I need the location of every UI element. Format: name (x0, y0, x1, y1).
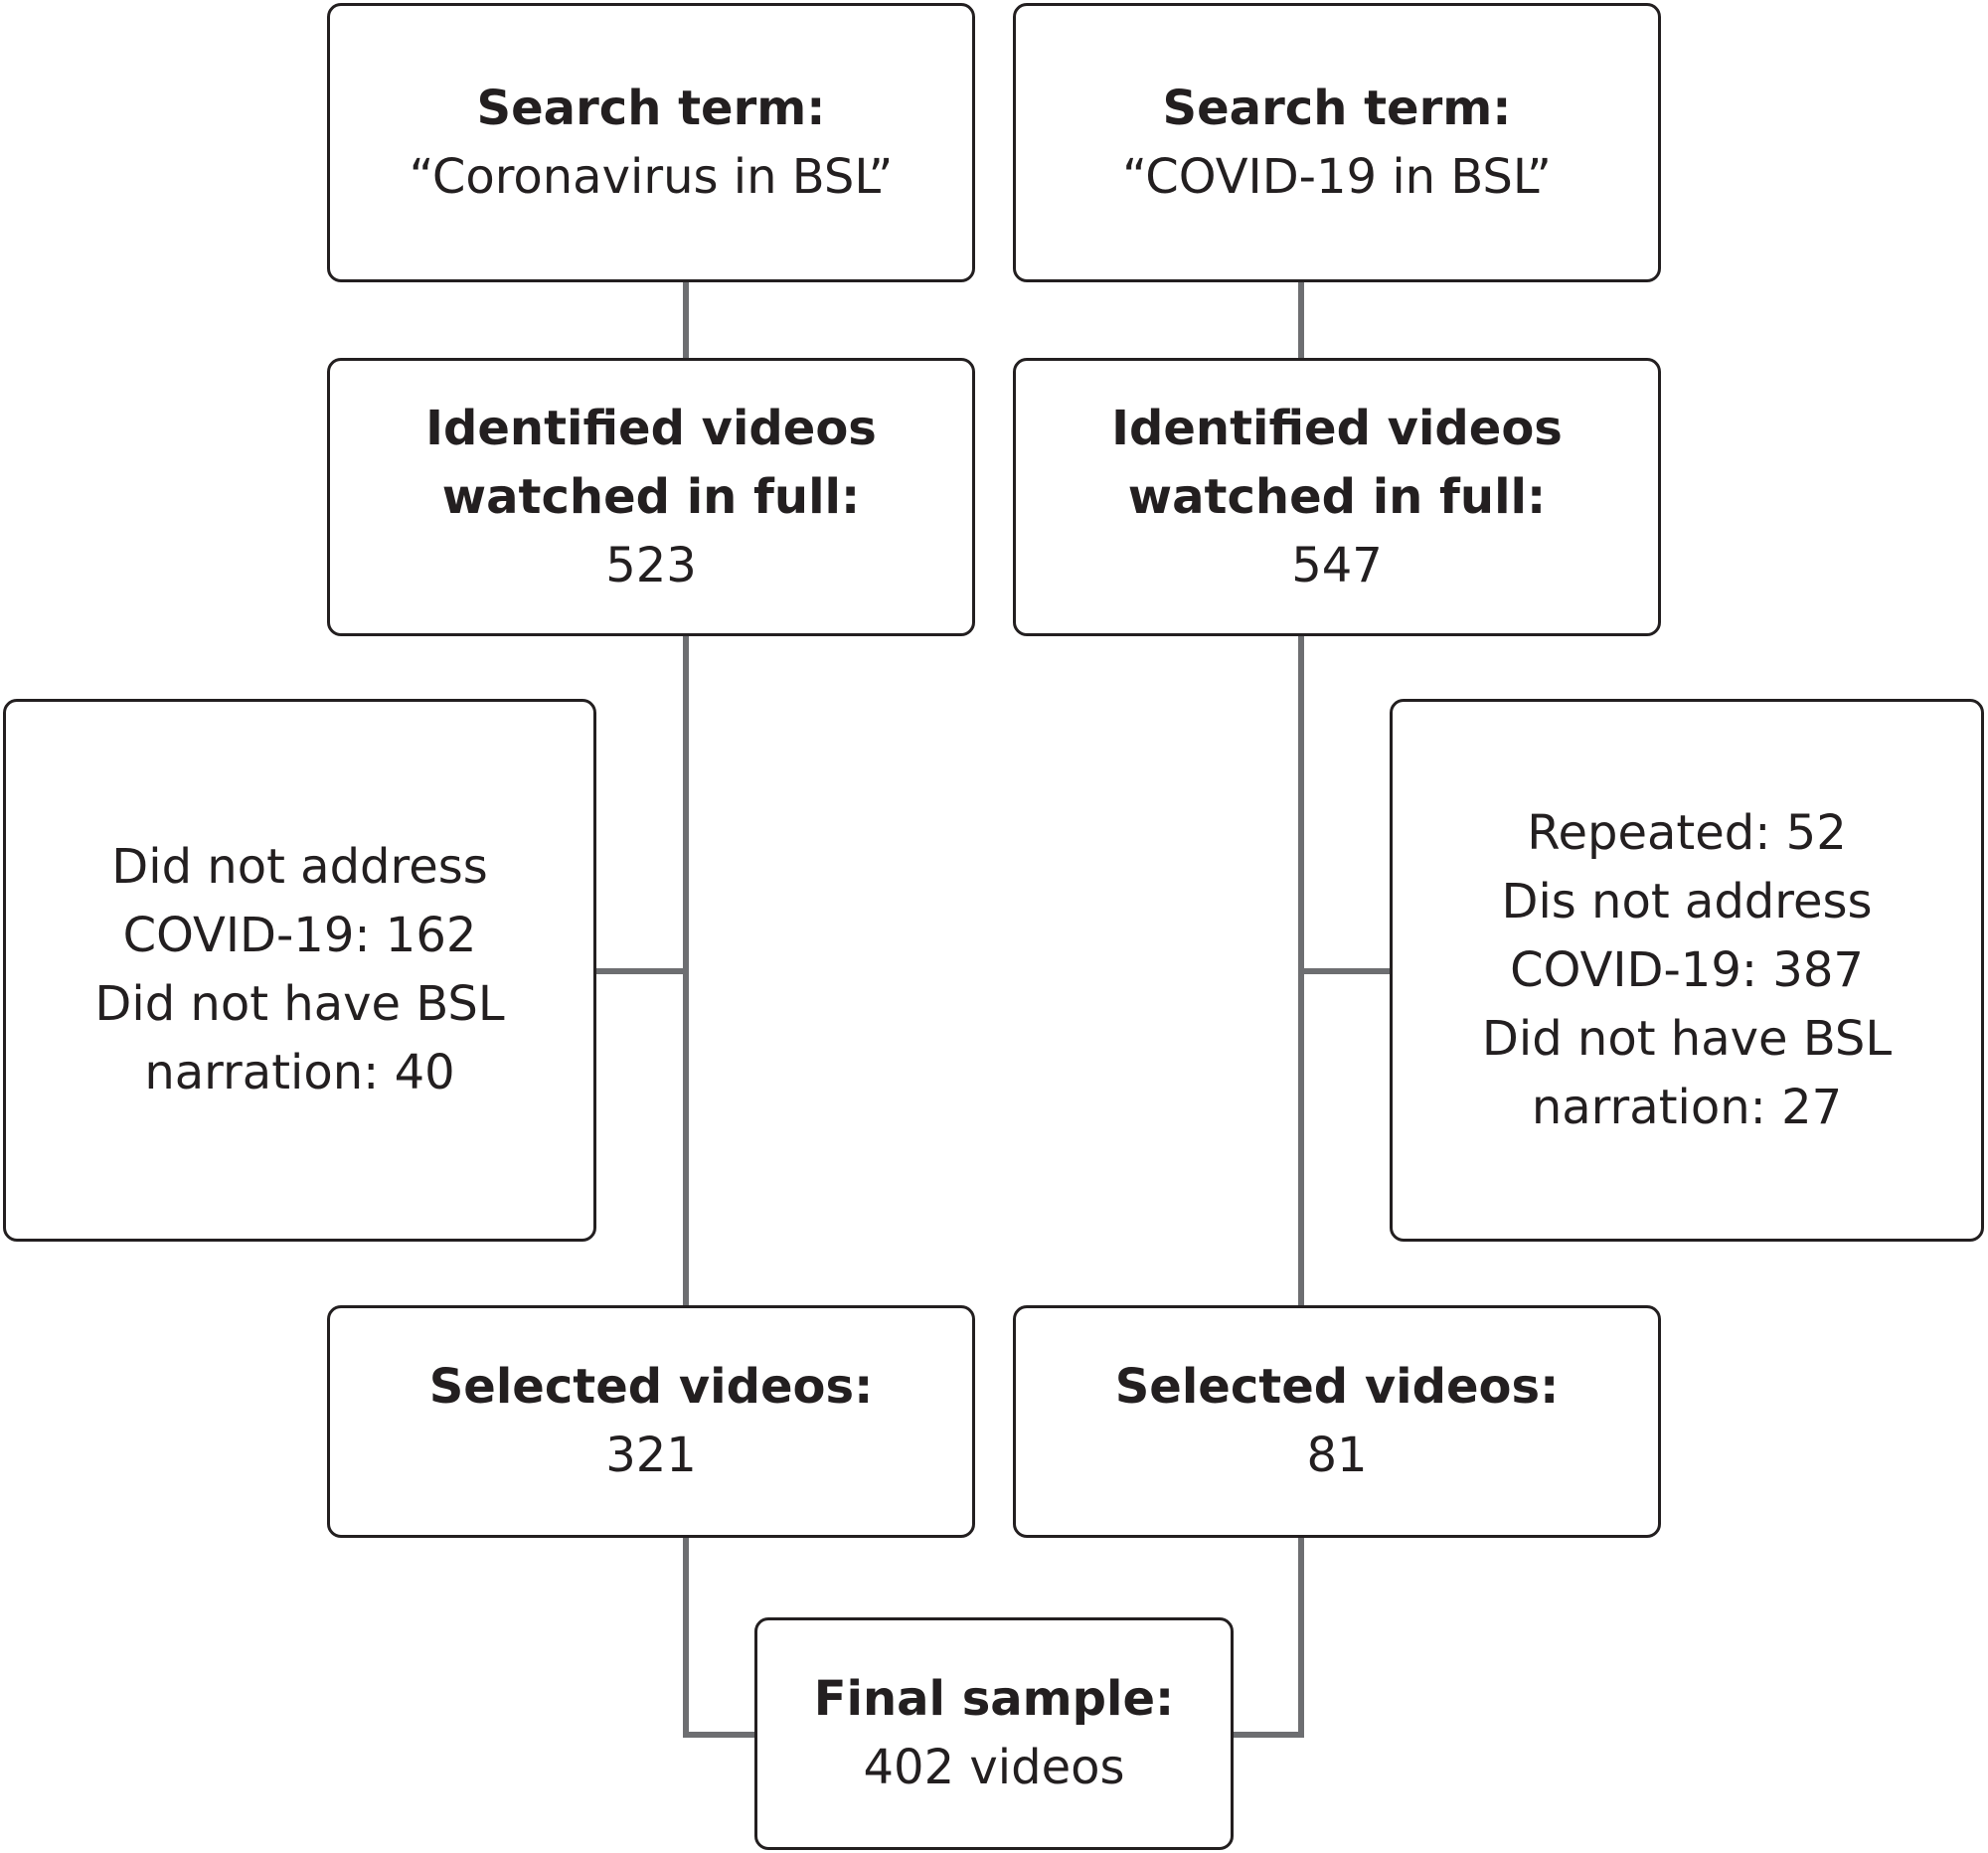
right-selected-count: 81 (1306, 1428, 1368, 1483)
right-exclusion-line: Did not have BSL (1481, 1010, 1893, 1067)
right-exclusion-line: Dis not address (1501, 873, 1873, 929)
left-exclusion-line: COVID-19: 162 (122, 908, 477, 963)
right-exclusion-box: Repeated: 52 Dis not address COVID-19: 3… (1390, 699, 1984, 1242)
right-exclusion-line: Repeated: 52 (1527, 804, 1847, 861)
left-selected-count: 321 (605, 1428, 697, 1483)
left-identified-heading-line1: Identified videos (425, 400, 877, 456)
left-search-term-box: Search term: “Coronavirus in BSL” (327, 3, 975, 282)
final-sample-box: Final sample: 402 videos (754, 1617, 1234, 1850)
right-selected-heading: Selected videos: (1114, 1359, 1560, 1415)
right-search-term-box: Search term: “COVID-19 in BSL” (1013, 3, 1661, 282)
right-identified-count: 547 (1291, 537, 1383, 593)
right-selected-box: Selected videos: 81 (1013, 1305, 1661, 1538)
left-search-term-heading: Search term: (476, 80, 826, 136)
final-sample-value: 402 videos (863, 1740, 1125, 1795)
left-identified-count: 523 (605, 537, 697, 593)
left-selected-box: Selected videos: 321 (327, 1305, 975, 1538)
right-search-term-heading: Search term: (1162, 80, 1512, 136)
left-exclusion-box: Did not address COVID-19: 162 Did not ha… (3, 699, 596, 1242)
left-selected-heading: Selected videos: (428, 1359, 874, 1415)
right-exclusion-line: narration: 27 (1531, 1079, 1843, 1135)
left-search-term-value: “Coronavirus in BSL” (409, 148, 894, 205)
left-identified-box: Identified videos watched in full: 523 (327, 358, 975, 636)
right-search-term-value: “COVID-19 in BSL” (1122, 148, 1552, 205)
right-identified-heading-line2: watched in full: (1127, 468, 1547, 525)
left-exclusion-line: narration: 40 (144, 1045, 455, 1100)
right-identified-box: Identified videos watched in full: 547 (1013, 358, 1661, 636)
left-exclusion-line: Did not address (111, 839, 488, 895)
right-identified-heading-line1: Identified videos (1111, 400, 1563, 456)
final-sample-heading: Final sample: (813, 1671, 1175, 1727)
right-exclusion-line: COVID-19: 387 (1510, 941, 1864, 998)
left-exclusion-line: Did not have BSL (94, 976, 505, 1032)
left-identified-heading-line2: watched in full: (441, 468, 861, 525)
